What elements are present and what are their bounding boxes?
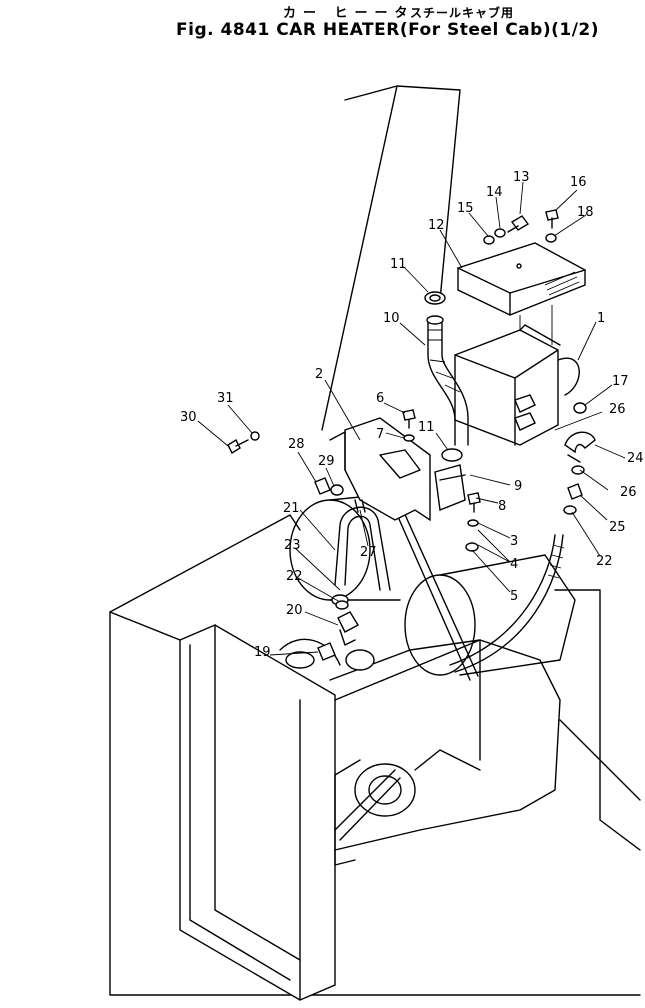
engine-block xyxy=(279,638,561,866)
callout-28: 28 xyxy=(288,437,305,452)
callout-26-bottom: 26 xyxy=(620,485,637,500)
callout-5: 5 xyxy=(510,589,518,604)
title-japanese: カー ヒーータ xyxy=(283,6,415,21)
nut-17 xyxy=(573,402,587,414)
heater-unit xyxy=(454,324,580,446)
clamp-26 xyxy=(571,465,585,475)
callout-16: 16 xyxy=(570,175,587,190)
callout-3: 3 xyxy=(510,534,518,549)
fitting-25 xyxy=(567,483,583,500)
callout-20: 20 xyxy=(286,603,303,618)
bolt-30 xyxy=(227,438,249,455)
leader-lines xyxy=(197,181,626,656)
title-paren-close: ) xyxy=(542,20,552,40)
machine-frame xyxy=(109,514,641,996)
callout-24: 24 xyxy=(627,451,644,466)
cover-plate xyxy=(457,242,586,345)
callout-22-left: 22 xyxy=(286,569,303,584)
figure-title-main: Fig. 4841 CAR HEATER xyxy=(176,20,400,40)
radiator xyxy=(179,624,336,1001)
callout-11-top: 11 xyxy=(390,257,407,272)
figure-title-page: (1/2) xyxy=(551,20,600,40)
cab-pillar xyxy=(321,85,461,431)
nut-18 xyxy=(545,233,557,243)
callout-9: 9 xyxy=(514,479,522,494)
fitting-27 xyxy=(354,499,366,513)
callout-23: 23 xyxy=(284,538,301,553)
figure-title-sub: For Steel Cab xyxy=(408,20,543,40)
title-paren-open: ( xyxy=(399,20,409,40)
hose-clamp-top xyxy=(424,291,446,305)
callout-8: 8 xyxy=(498,499,506,514)
washer-5 xyxy=(465,542,479,552)
mounting-bracket xyxy=(329,417,431,522)
return-hose xyxy=(449,534,565,673)
bolt-13 xyxy=(507,215,530,233)
callout-12: 12 xyxy=(428,218,445,233)
clamp-29 xyxy=(330,484,344,496)
callout-29: 29 xyxy=(318,454,335,469)
heater-hose xyxy=(426,315,469,446)
washer-14 xyxy=(494,228,506,238)
fitting-19 xyxy=(317,642,336,661)
drive-belt xyxy=(334,507,479,841)
callout-15: 15 xyxy=(457,201,474,216)
callout-2: 2 xyxy=(315,367,323,382)
bolt-6 xyxy=(402,409,416,429)
callout-31: 31 xyxy=(217,391,234,406)
callout-4: 4 xyxy=(510,557,518,572)
callout-22-right: 22 xyxy=(596,554,613,569)
callout-21: 21 xyxy=(283,501,300,516)
title-japanese-sub: スチールキャブ用 xyxy=(410,6,515,20)
water-valve xyxy=(434,464,466,511)
washer-15 xyxy=(483,235,495,245)
clamp-22-right xyxy=(563,505,577,515)
fitting-20 xyxy=(337,611,359,646)
callout-6: 6 xyxy=(376,391,384,406)
callout-17: 17 xyxy=(612,374,629,389)
callout-11-mid: 11 xyxy=(418,420,435,435)
hose-clamp-mid xyxy=(441,448,463,462)
elbow-hose xyxy=(564,431,596,463)
callout-27: 27 xyxy=(360,545,377,560)
callout-10: 10 xyxy=(383,311,400,326)
callout-30: 30 xyxy=(180,410,197,425)
callout-14: 14 xyxy=(486,185,503,200)
washer-7 xyxy=(403,434,415,442)
washer-31 xyxy=(250,431,260,441)
callout-1: 1 xyxy=(597,311,605,326)
callout-25: 25 xyxy=(609,520,626,535)
callout-26-top: 26 xyxy=(609,402,626,417)
callout-7: 7 xyxy=(376,427,384,442)
bolt-16 xyxy=(545,209,559,229)
washer-3 xyxy=(467,519,479,527)
callout-19: 19 xyxy=(254,645,271,660)
callout-labels: 1 2 3 4 5 6 7 8 9 10 11 11 12 13 14 15 1… xyxy=(180,170,644,660)
callout-18: 18 xyxy=(577,205,594,220)
clamp-22-left xyxy=(335,600,349,610)
fitting-28 xyxy=(314,477,331,495)
bolt-8 xyxy=(467,492,481,513)
figure-title: Fig. 4841 CAR HEATER(For Steel Cab)(1/2) xyxy=(176,20,599,40)
callout-13: 13 xyxy=(513,170,530,185)
